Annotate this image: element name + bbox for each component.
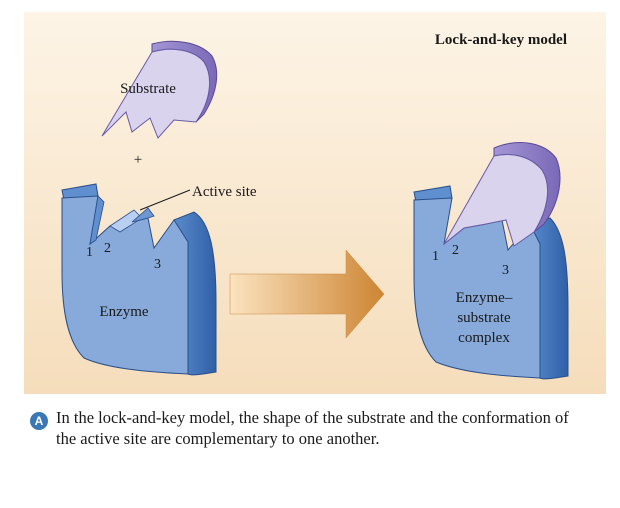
enzyme-block	[61, 183, 217, 376]
free-substrate	[101, 40, 218, 139]
site-number-3: 3	[154, 257, 161, 272]
complex-label-line-2: substrate	[457, 310, 511, 326]
site-number-1: 1	[86, 245, 93, 260]
right-arrow-icon	[229, 249, 385, 339]
complex-site-number-1: 1	[432, 249, 439, 264]
complex-label-line-3: complex	[458, 330, 510, 346]
caption-text: In the lock-and-key model, the shape of …	[56, 408, 569, 448]
complex-site-number-3: 3	[502, 263, 509, 278]
figure-title: Lock-and-key model	[435, 32, 567, 48]
active-site-pointer	[139, 189, 191, 211]
lock-and-key-figure: Lock-and-key model Substrate + Active si…	[24, 12, 606, 394]
plus-sign: +	[134, 152, 142, 168]
substrate-label: Substrate	[120, 81, 176, 97]
site-number-2: 2	[104, 241, 111, 256]
caption-badge-icon: A	[30, 412, 48, 430]
figure-caption: A In the lock-and-key model, the shape o…	[30, 407, 590, 485]
active-site-label: Active site	[192, 184, 257, 200]
diagram-canvas: Lock-and-key model Substrate + Active si…	[24, 12, 606, 394]
enzyme-label: Enzyme	[99, 304, 148, 320]
complex-site-number-2: 2	[452, 243, 459, 258]
bound-substrate	[443, 142, 561, 247]
complex-label-line-1: Enzyme–	[456, 290, 513, 306]
